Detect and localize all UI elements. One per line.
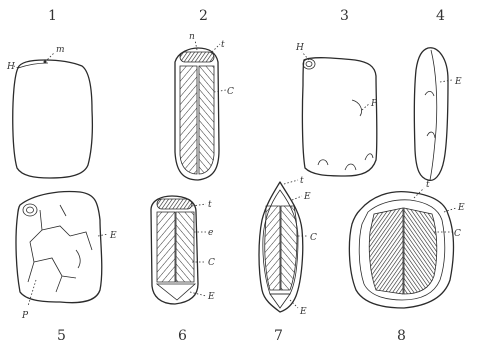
figure-6-label-t: t [208, 200, 212, 210]
figure-number-1: 1 [48, 8, 57, 24]
figure-4-label-e: E [454, 77, 462, 87]
figure-8-label-t: t [426, 180, 430, 190]
figure-8-section: t E C [349, 180, 465, 308]
figure-number-3: 3 [340, 8, 349, 24]
figure-4-seed: E [414, 48, 462, 181]
figure-2-label-t: t [221, 40, 225, 50]
figure-5-label-p: P [21, 311, 29, 321]
figure-8-label-c: C [454, 229, 461, 239]
figure-3-label-h: H [295, 43, 304, 53]
figure-5-label-e: E [109, 231, 117, 241]
figure-7-label-c: C [310, 233, 317, 243]
figure-number-5: 5 [57, 328, 66, 344]
figure-5-seed: E P [16, 192, 117, 321]
figure-7-label-E-bottom: E [299, 307, 307, 317]
figure-3-seed: H P [295, 43, 378, 176]
figure-7-section: t E C E [259, 176, 317, 317]
figure-7-label-t: t [300, 176, 304, 186]
figure-number-4: 4 [436, 8, 445, 24]
figure-2-label-c: C [227, 87, 234, 97]
figure-7-label-E-top: E [303, 192, 311, 202]
figure-1-label-m: m [56, 45, 65, 55]
figure-2-label-n: n [189, 32, 195, 42]
figure-number-6: 6 [178, 328, 187, 344]
figure-6-label-E: E [207, 292, 215, 302]
figure-6-section: t e C E [151, 196, 215, 304]
figure-number-7: 7 [274, 328, 283, 344]
figure-1-label-h: H [6, 62, 15, 72]
figure-1-seed: H m [6, 45, 92, 178]
figure-number-2: 2 [199, 8, 208, 24]
figure-8-label-e: E [457, 203, 465, 213]
figure-2-section: n t C [175, 32, 234, 180]
figure-6-label-c: C [208, 258, 215, 268]
figure-number-8: 8 [397, 328, 406, 344]
figure-6-label-e: e [208, 228, 213, 238]
figure-3-label-p: P [370, 99, 378, 109]
